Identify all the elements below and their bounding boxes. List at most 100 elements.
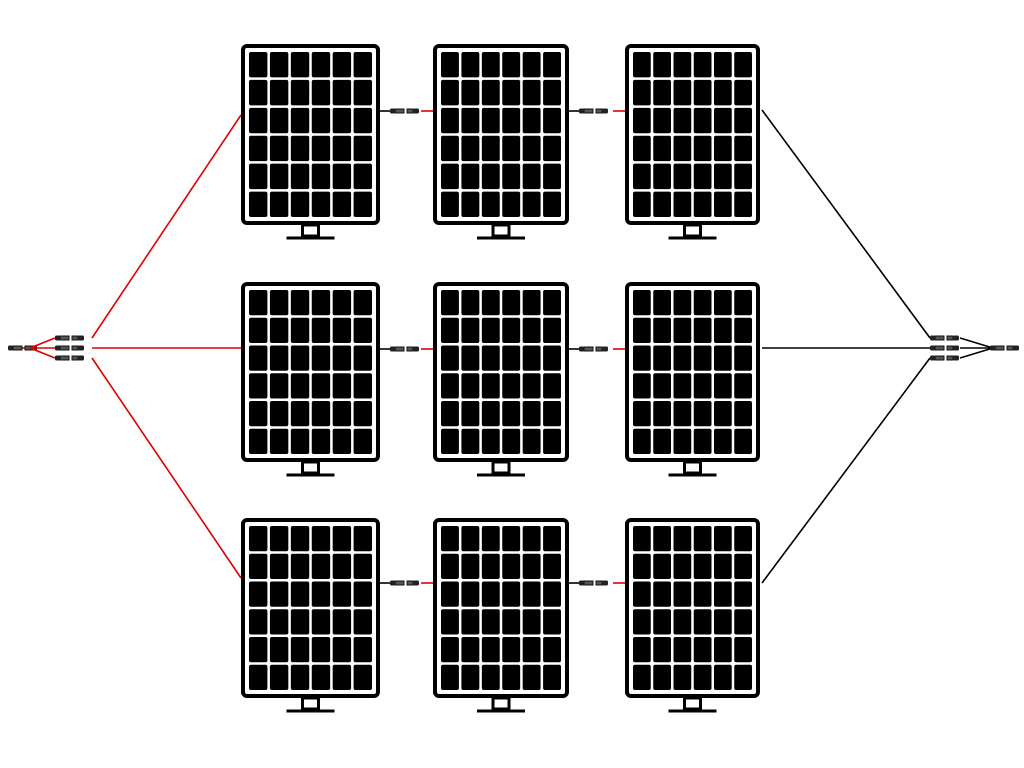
solar-cell: [441, 664, 459, 690]
solar-cell: [290, 163, 310, 190]
solar-cell: [269, 637, 289, 663]
solar-cell: [633, 345, 651, 371]
connector-body: [12, 345, 23, 351]
solar-cell: [693, 664, 712, 690]
panel-stand: [301, 696, 320, 711]
solar-cell: [461, 428, 480, 454]
solar-cell: [311, 290, 331, 316]
solar-cell: [311, 163, 331, 190]
solar-cell: [332, 107, 352, 134]
solar-cell: [543, 163, 561, 190]
solar-cell: [734, 401, 752, 427]
connector-body: [55, 335, 60, 341]
solar-cell: [653, 52, 671, 78]
solar-cell: [653, 664, 671, 690]
solar-cell: [714, 52, 732, 78]
solar-cell: [734, 637, 752, 663]
connector-body: [953, 335, 959, 341]
solar-cell: [522, 373, 541, 399]
solar-cell: [249, 107, 268, 134]
solar-cell: [543, 401, 561, 427]
solar-cell: [633, 79, 651, 106]
solar-panel: [241, 44, 380, 240]
solar-cell: [693, 135, 712, 162]
solar-cell: [353, 290, 372, 316]
solar-cell: [311, 553, 331, 579]
solar-cell: [653, 345, 671, 371]
solar-cell: [693, 526, 712, 552]
solar-cell: [461, 79, 480, 106]
solar-cell: [543, 553, 561, 579]
solar-cell: [502, 107, 521, 134]
solar-cell: [481, 373, 500, 399]
solar-cell: [311, 107, 331, 134]
solar-cell: [734, 191, 752, 217]
branch-wire-positive: [29, 347, 56, 359]
solar-cell: [502, 191, 521, 217]
solar-cell: [461, 401, 480, 427]
solar-cell: [633, 163, 651, 190]
solar-cell: [653, 581, 671, 607]
connector-body: [595, 580, 603, 586]
solar-cell: [543, 637, 561, 663]
solar-cell: [461, 191, 480, 217]
solar-cell: [290, 290, 310, 316]
solar-cell: [673, 553, 692, 579]
solar-cell: [714, 428, 732, 454]
solar-cell: [502, 553, 521, 579]
branch-connector-negative: [990, 345, 1019, 351]
solar-cell: [481, 317, 500, 343]
solar-cell: [714, 373, 732, 399]
solar-cell: [481, 52, 500, 78]
mc4-connector-pair: [930, 345, 959, 351]
solar-cell: [693, 163, 712, 190]
string-wire-positive: [91, 114, 242, 339]
solar-cell: [269, 526, 289, 552]
solar-cell: [249, 609, 268, 635]
solar-cell: [353, 345, 372, 371]
solar-cell: [441, 79, 459, 106]
connector-body: [602, 580, 608, 586]
connector-body: [595, 108, 603, 114]
solar-cell: [653, 637, 671, 663]
solar-cell: [543, 581, 561, 607]
solar-cell: [734, 107, 752, 134]
solar-cell: [269, 79, 289, 106]
solar-panel: [241, 518, 380, 713]
solar-cell: [441, 345, 459, 371]
solar-cell: [249, 135, 268, 162]
solar-cell: [502, 428, 521, 454]
solar-cell: [502, 163, 521, 190]
solar-cell: [441, 163, 459, 190]
solar-cell: [693, 553, 712, 579]
solar-cell: [522, 317, 541, 343]
solar-cell: [693, 79, 712, 106]
mc4-connector-pair: [930, 355, 959, 361]
solar-cell: [543, 191, 561, 217]
connector-body: [390, 108, 395, 114]
solar-cell: [693, 345, 712, 371]
solar-cell: [290, 52, 310, 78]
solar-panel: [625, 44, 760, 240]
solar-cell: [441, 428, 459, 454]
solar-cell: [714, 191, 732, 217]
solar-cell: [249, 637, 268, 663]
solar-cell: [543, 664, 561, 690]
solar-cell: [249, 317, 268, 343]
solar-cell: [461, 107, 480, 134]
solar-cell: [714, 553, 732, 579]
solar-cell: [633, 401, 651, 427]
solar-cell: [522, 553, 541, 579]
solar-cell: [481, 581, 500, 607]
panel-stand: [491, 460, 511, 475]
solar-cell: [633, 637, 651, 663]
solar-cell: [653, 317, 671, 343]
solar-cell: [693, 290, 712, 316]
solar-cell: [481, 526, 500, 552]
solar-cell: [633, 317, 651, 343]
solar-cell: [734, 163, 752, 190]
solar-cell: [522, 135, 541, 162]
solar-cell: [441, 609, 459, 635]
solar-cell: [633, 428, 651, 454]
solar-cell: [673, 401, 692, 427]
